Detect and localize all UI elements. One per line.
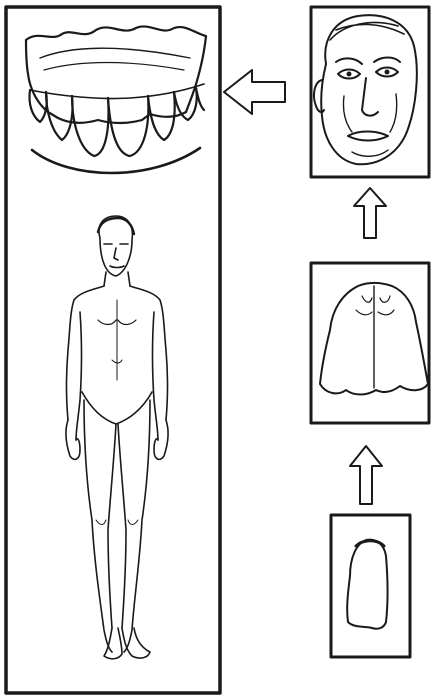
- face-panel: [311, 7, 429, 177]
- arrow-up-to-face: [354, 188, 386, 238]
- tooth-illustration: [347, 540, 387, 629]
- palate-panel-frame: [311, 263, 429, 423]
- denture-illustration: [26, 26, 206, 173]
- palate-illustration: [320, 283, 428, 395]
- arrow-up-to-palate: [350, 446, 382, 504]
- tooth-panel-frame: [331, 515, 410, 657]
- composite-panel: [6, 7, 220, 693]
- body-figure-illustration: [66, 216, 168, 659]
- face-panel-frame: [311, 7, 429, 177]
- arrow-left-to-composite: [224, 70, 285, 114]
- tooth-panel: [331, 515, 410, 657]
- palate-panel: [311, 263, 429, 423]
- face-illustration: [314, 15, 417, 164]
